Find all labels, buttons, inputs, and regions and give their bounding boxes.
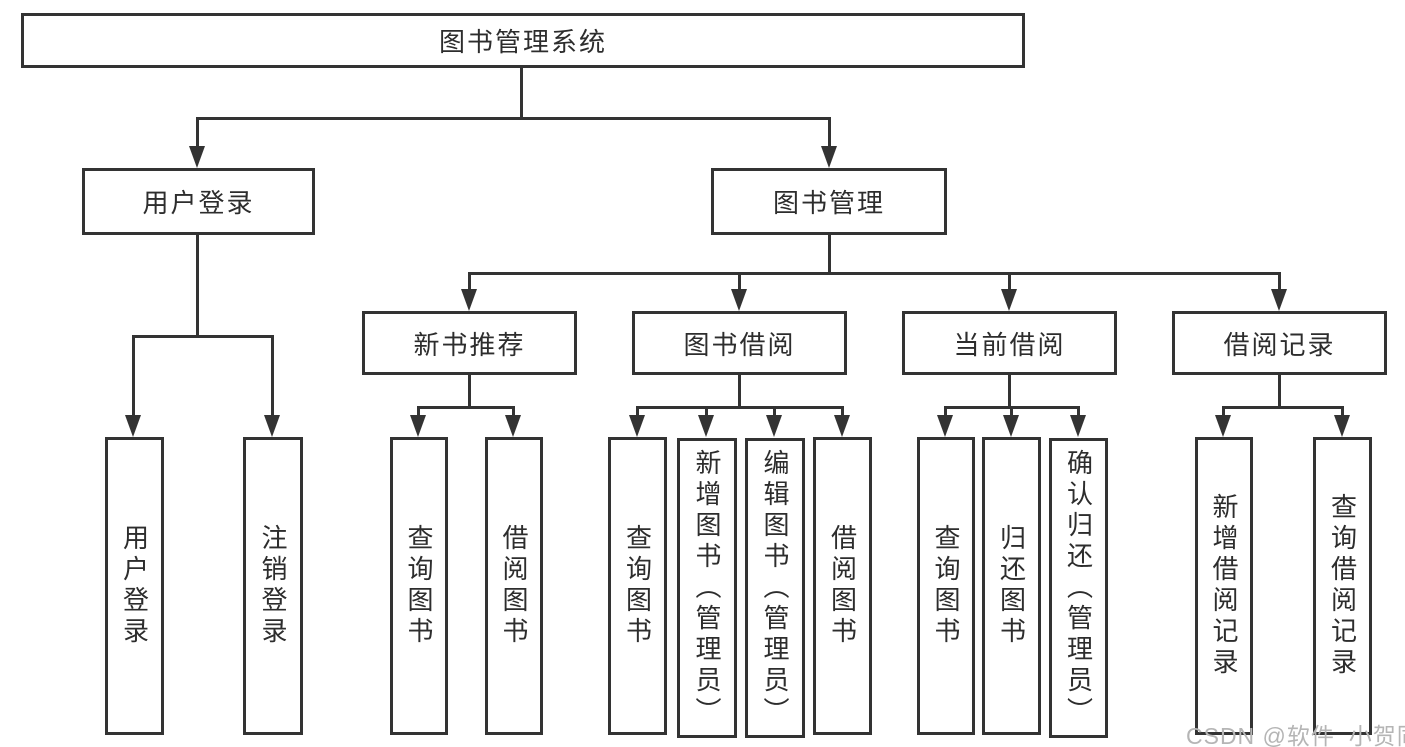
connector-arrow-line [738, 272, 741, 297]
connector-root-branch [196, 117, 831, 120]
connector-records-branch [1222, 406, 1344, 409]
node-user-login-label: 用户登录 [142, 188, 255, 218]
node-book-management: 图书管理 [711, 168, 947, 235]
leaf-query-books-current-label: 查询图书 [931, 524, 961, 648]
arrow-down-icon [1003, 415, 1019, 437]
node-book-borrow-label: 图书借阅 [683, 329, 796, 360]
leaf-add-books-admin: 新增图书（管理员） [677, 438, 737, 738]
connector-arrow-line [132, 335, 135, 420]
arrow-down-icon [834, 415, 850, 437]
node-book-borrow: 图书借阅 [632, 311, 847, 375]
connector-recommend-branch [417, 406, 515, 409]
arrow-down-icon [1334, 415, 1350, 437]
leaf-add-borrow-record: 新增借阅记录 [1195, 437, 1253, 735]
leaf-borrow-books-recommend-label: 借阅图书 [499, 524, 529, 648]
leaf-logout-login: 注销登录 [243, 437, 303, 735]
connector-records-stem [1278, 375, 1281, 406]
connector-book-branch [468, 272, 1281, 275]
arrow-down-icon [125, 415, 141, 437]
connector-user-stem [196, 235, 199, 335]
connector-arrow-line [1008, 272, 1011, 297]
leaf-return-books-label: 归还图书 [996, 524, 1027, 648]
connector-user-branch [132, 335, 274, 338]
arrow-down-icon [821, 146, 837, 168]
arrow-down-icon [410, 415, 426, 437]
leaf-confirm-return-admin-label: 确认归还（管理员） [1063, 448, 1094, 728]
leaf-query-books-recommend-label: 查询图书 [404, 524, 434, 648]
leaf-query-books-current: 查询图书 [917, 437, 975, 735]
connector-arrow-line [468, 272, 471, 297]
leaf-query-books-borrow-label: 查询图书 [622, 524, 653, 648]
arrow-down-icon [1001, 289, 1017, 311]
arrow-down-icon [731, 289, 747, 311]
arrow-down-icon [698, 415, 714, 437]
node-current-borrow-label: 当前借阅 [953, 329, 1066, 360]
node-user-login: 用户登录 [82, 168, 315, 235]
node-new-book-recommend: 新书推荐 [362, 311, 577, 375]
leaf-query-books-recommend: 查询图书 [390, 437, 448, 735]
connector-current-stem [1008, 375, 1011, 406]
arrow-down-icon [1215, 415, 1231, 437]
leaf-add-borrow-record-label: 新增借阅记录 [1209, 493, 1239, 679]
arrow-down-icon [766, 415, 782, 437]
arrow-down-icon [1070, 415, 1086, 437]
leaf-query-borrow-record: 查询借阅记录 [1313, 437, 1372, 735]
node-borrow-records: 借阅记录 [1172, 311, 1387, 375]
leaf-return-books: 归还图书 [982, 437, 1041, 735]
leaf-borrow-books-borrow: 借阅图书 [813, 437, 872, 735]
leaf-edit-books-admin-label: 编辑图书（管理员） [760, 448, 790, 728]
connector-root-stem [520, 68, 523, 117]
leaf-query-books-borrow: 查询图书 [608, 437, 667, 735]
leaf-borrow-books-borrow-label: 借阅图书 [827, 524, 858, 648]
node-library-system-label: 图书管理系统 [438, 27, 607, 57]
node-borrow-records-label: 借阅记录 [1223, 329, 1336, 360]
arrow-down-icon [505, 415, 521, 437]
connector-arrow-line [271, 335, 274, 420]
leaf-add-books-admin-label: 新增图书（管理员） [692, 448, 722, 728]
connector-arrow-line [1278, 272, 1281, 297]
arrow-down-icon [189, 146, 205, 168]
leaf-user-login-label: 用户登录 [119, 524, 150, 648]
leaf-edit-books-admin: 编辑图书（管理员） [745, 438, 805, 738]
node-book-management-label: 图书管理 [772, 188, 885, 218]
leaf-query-borrow-record-label: 查询借阅记录 [1327, 493, 1358, 679]
arrow-down-icon [937, 415, 953, 437]
node-new-book-recommend-label: 新书推荐 [413, 329, 526, 360]
connector-arrow-user-line [196, 117, 199, 152]
leaf-user-login: 用户登录 [105, 437, 164, 735]
leaf-logout-login-label: 注销登录 [258, 524, 288, 648]
arrow-down-icon [1271, 289, 1287, 311]
connector-borrow-branch [636, 406, 843, 409]
arrow-down-icon [264, 415, 280, 437]
arrow-down-icon [629, 415, 645, 437]
connector-book-stem [828, 235, 831, 272]
leaf-borrow-books-recommend: 借阅图书 [485, 437, 543, 735]
node-library-system: 图书管理系统 [21, 13, 1025, 68]
arrow-down-icon [461, 289, 477, 311]
leaf-confirm-return-admin: 确认归还（管理员） [1049, 438, 1108, 738]
csdn-watermark: CSDN @软件_小贺同学 [1186, 723, 1405, 747]
connector-borrow-stem [738, 375, 741, 406]
connector-arrow-book-line [828, 117, 831, 152]
node-current-borrow: 当前借阅 [902, 311, 1117, 375]
connector-recommend-stem [468, 375, 471, 406]
